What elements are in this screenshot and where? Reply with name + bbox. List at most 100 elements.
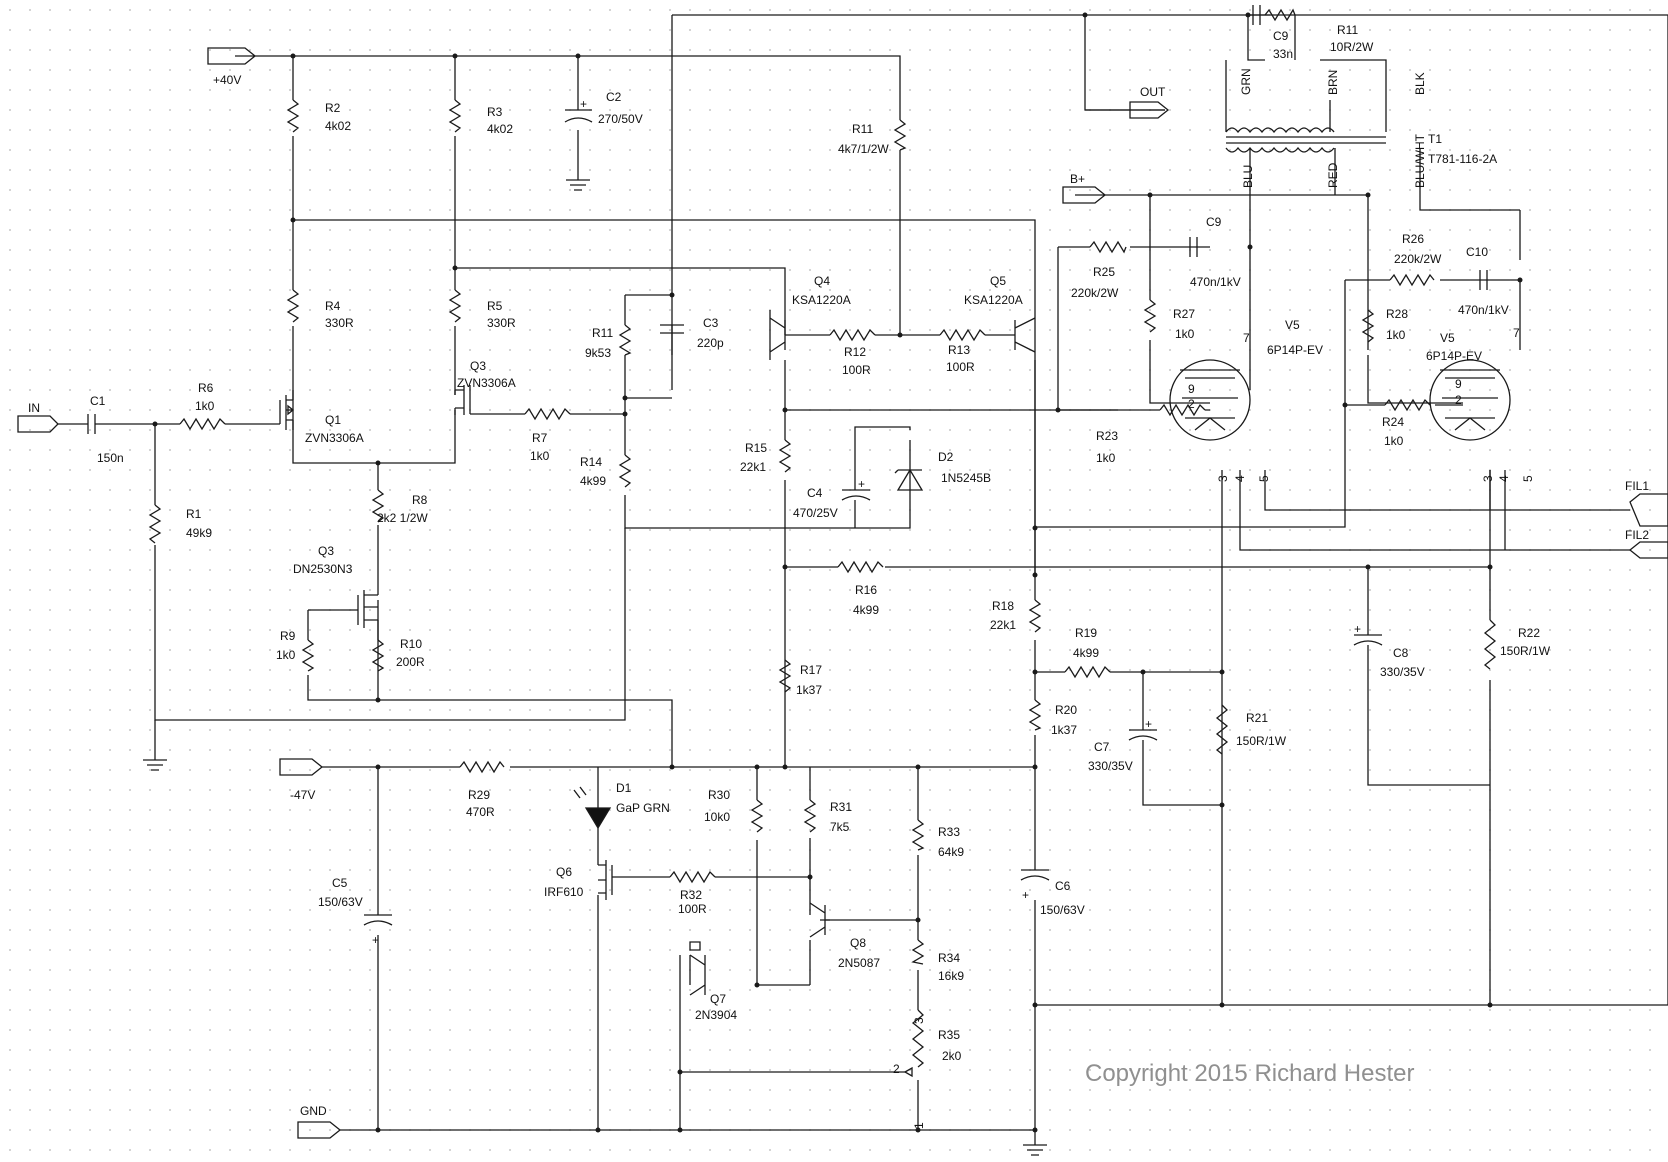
capacitor-C1 [87, 414, 100, 434]
capacitor-C7 [1128, 729, 1158, 741]
R26-value: 220k/2W [1394, 252, 1442, 266]
R15-value: 22k1 [740, 460, 766, 474]
out-port-icon [1129, 101, 1170, 119]
R15-ref: R15 [745, 441, 767, 455]
ground-icon [566, 178, 590, 191]
C6-value: 150/63V [1040, 903, 1085, 917]
Q8-ref: Q8 [850, 936, 866, 950]
resistor-R17 [778, 659, 792, 693]
C2-value: 270/50V [598, 112, 643, 126]
pin-2a: 2 [1188, 397, 1195, 411]
R32-ref: R32 [680, 888, 702, 902]
resistor-R1 [148, 504, 162, 544]
lead-blk: BLK [1413, 72, 1427, 95]
port-in-label: IN [28, 401, 40, 415]
capacitor-C9a [1189, 237, 1198, 257]
resistor-R16 [837, 560, 884, 574]
C5-value: 150/63V [318, 895, 363, 909]
C3-value: 220p [697, 336, 724, 350]
V5a-ref: V5 [1285, 318, 1300, 332]
Q1-value: ZVN3306A [305, 431, 364, 445]
T1-ref: T1 [1428, 132, 1442, 146]
R7-ref: R7 [532, 431, 548, 445]
C1-ref: C1 [90, 394, 106, 408]
bplus-port-icon [1062, 186, 1107, 204]
zener-D2-icon [894, 468, 924, 491]
R29-ref: R29 [468, 788, 490, 802]
resistor-R19 [1064, 665, 1111, 679]
pin-4b: 4 [1497, 475, 1511, 482]
pin-3b: 3 [1481, 475, 1495, 482]
R35-ref: R35 [938, 1028, 960, 1042]
port-minus47-label: -47V [290, 788, 315, 802]
R11c-ref: R11 [1337, 23, 1358, 37]
resistor-R35 [911, 1009, 925, 1068]
pin-7b: 7 [1513, 326, 1520, 340]
capacitor-C4 [841, 489, 871, 501]
resistor-R25 [1089, 240, 1127, 254]
Q4-ref: Q4 [814, 274, 830, 288]
Q7-ref: Q7 [710, 992, 726, 1006]
C9a-value: 470n/1kV [1190, 275, 1241, 289]
C9b-value: 33n [1273, 47, 1293, 61]
R6-value: 1k0 [195, 399, 215, 413]
R29-value: 470R [466, 805, 495, 819]
svg-text:+: + [1022, 888, 1029, 902]
svg-text:+: + [1354, 622, 1361, 636]
R17-value: 1k37 [796, 683, 822, 697]
V5b-ref: V5 [1440, 331, 1455, 345]
R3-value: 4k02 [487, 122, 513, 136]
C10-ref: C10 [1466, 245, 1488, 259]
capacitor-C9b [1252, 5, 1261, 25]
resistor-R14 [618, 454, 632, 488]
ground-icon [143, 759, 167, 771]
R16-value: 4k99 [853, 603, 879, 617]
R17-ref: R17 [800, 663, 822, 677]
R25-ref: R25 [1093, 265, 1115, 279]
gnd-port-icon [297, 1121, 342, 1139]
R11b-ref: R11 [852, 122, 873, 136]
pot-wiper-icon [903, 1066, 913, 1078]
resistor-R9 [301, 639, 315, 672]
R8-ref: R8 [412, 493, 428, 507]
lead-brn: BRN [1326, 70, 1340, 95]
C4-ref: C4 [807, 486, 823, 500]
pin-2-pot: 2 [893, 1062, 900, 1076]
resistor-R26 [1389, 273, 1435, 287]
pin-4a: 4 [1233, 475, 1247, 482]
plus40-port-icon [207, 47, 257, 65]
resistor-R27 [1143, 299, 1157, 333]
R25-value: 220k/2W [1071, 286, 1119, 300]
C2-ref: C2 [606, 90, 622, 104]
minus47-port-icon [279, 758, 324, 776]
mosfet-Q1-icon [279, 390, 295, 430]
tube-V5a-icon [1169, 359, 1251, 441]
transformer-T1-icon [1225, 59, 1421, 160]
R33-ref: R33 [938, 825, 960, 839]
R14-ref: R14 [580, 455, 602, 469]
C1-value: 150n [97, 451, 124, 465]
R33-value: 64k9 [938, 845, 964, 859]
Q4-value: KSA1220A [792, 293, 851, 307]
Q3b-value: DN2530N3 [293, 562, 353, 576]
svg-text:+: + [580, 97, 587, 111]
port-fil2-label: FIL2 [1625, 528, 1649, 542]
Q6-value: IRF610 [544, 885, 584, 899]
R5-value: 330R [487, 316, 516, 330]
resistor-R12 [829, 328, 876, 342]
led-D1-icon [584, 807, 612, 830]
fil1-port-icon [1629, 493, 1668, 527]
resistors [148, 8, 1497, 1068]
resistor-R11a [618, 324, 632, 356]
capacitor-C10 [1479, 270, 1488, 290]
R6-ref: R6 [198, 381, 214, 395]
resistor-R10 [371, 639, 385, 672]
D1-value: GaP GRN [616, 801, 670, 815]
R4-value: 330R [325, 316, 354, 330]
resistor-R23 [1159, 403, 1206, 417]
V5b-value: 6P14P-EV [1426, 349, 1482, 363]
resistor-R20 [1028, 699, 1042, 731]
C3-ref: C3 [703, 316, 719, 330]
pnp-Q4-icon [769, 310, 786, 360]
npn-Q7-icon [689, 954, 706, 996]
